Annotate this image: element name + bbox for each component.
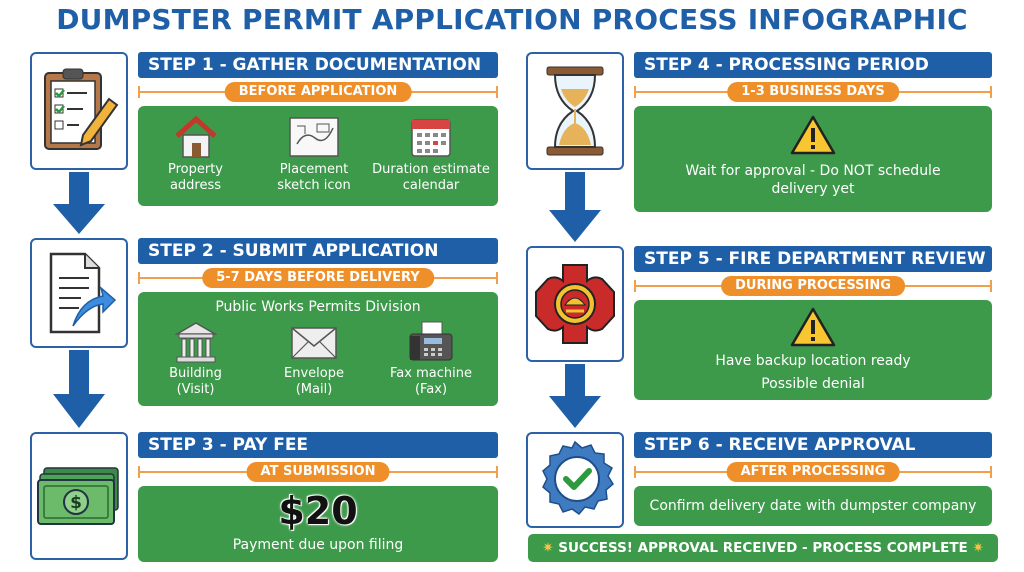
- step5-timing: DURING PROCESSING: [634, 276, 992, 296]
- step2-item-fax: Fax machine (Fax): [364, 320, 498, 398]
- step4-title: STEP 4 - PROCESSING PERIOD: [644, 55, 929, 75]
- step6-timing-label: AFTER PROCESSING: [726, 462, 900, 482]
- step2-timing-label: 5-7 DAYS BEFORE DELIVERY: [202, 268, 434, 288]
- approval-seal-icon: [542, 440, 614, 516]
- item-label: Building: [169, 366, 222, 381]
- item-label: Duration estimate: [372, 162, 490, 177]
- hourglass-icon: [546, 66, 604, 156]
- step2-icon-box: [30, 238, 128, 348]
- step1-title: STEP 1 - GATHER DOCUMENTATION: [148, 55, 482, 75]
- step3-title: STEP 3 - PAY FEE: [148, 435, 309, 455]
- step3-title-bar: STEP 3 - PAY FEE: [138, 432, 498, 458]
- sketch-icon: [289, 117, 339, 157]
- step5-timing-label: DURING PROCESSING: [721, 276, 905, 296]
- step5-title: STEP 5 - FIRE DEPARTMENT REVIEW: [644, 249, 986, 269]
- fee-note: Payment due upon filing: [232, 537, 404, 553]
- step2-panel: Public Works Permits Division Building (…: [138, 292, 498, 406]
- item-label: Fax machine: [390, 366, 472, 381]
- step5-title-bar: STEP 5 - FIRE DEPARTMENT REVIEW: [634, 246, 992, 272]
- down-arrow-icon: [549, 364, 601, 428]
- item-label: (Visit): [176, 382, 215, 397]
- item-label: Property: [167, 162, 223, 177]
- item-label: sketch icon: [277, 178, 351, 193]
- page-title: DUMPSTER PERMIT APPLICATION PROCESS INFO…: [56, 3, 968, 36]
- step5-icon-box: [526, 246, 624, 362]
- success-text: SUCCESS! APPROVAL RECEIVED - PROCESS COM…: [558, 540, 968, 556]
- envelope-icon: [291, 327, 337, 359]
- warning-icon: [790, 115, 836, 155]
- step5-line1: Have backup location ready: [715, 353, 911, 369]
- item-label: Envelope: [284, 366, 344, 381]
- step4-line2: delivery yet: [771, 181, 855, 197]
- step6-panel: Confirm delivery date with dumpster comp…: [634, 486, 992, 526]
- down-arrow-icon: [53, 350, 105, 428]
- step6-line1: Confirm delivery date with dumpster comp…: [649, 498, 977, 514]
- calendar-icon: [411, 119, 451, 157]
- step2-item-building: Building (Visit): [138, 320, 253, 398]
- down-arrow-icon: [549, 172, 601, 242]
- step1-item-sketch: Placement sketch icon: [258, 114, 370, 194]
- fire-department-badge-icon: [535, 264, 615, 344]
- step4-panel: Wait for approval - Do NOT schedule deli…: [634, 106, 992, 212]
- step3-timing: AT SUBMISSION: [138, 462, 498, 482]
- party-popper-icon: ✷: [972, 540, 984, 556]
- step4-icon-box: [526, 52, 624, 170]
- step1-title-bar: STEP 1 - GATHER DOCUMENTATION: [138, 52, 498, 78]
- down-arrow-icon: [53, 172, 105, 234]
- step6-timing: AFTER PROCESSING: [634, 462, 992, 482]
- step6-icon-box: [526, 432, 624, 528]
- item-label: address: [169, 178, 222, 193]
- step1-icon-box: [30, 52, 128, 170]
- money-icon: $: [37, 467, 119, 525]
- step6-title-bar: STEP 6 - RECEIVE APPROVAL: [634, 432, 992, 458]
- step3-timing-label: AT SUBMISSION: [246, 462, 390, 482]
- item-label: calendar: [402, 178, 460, 193]
- item-label: Placement: [279, 162, 349, 177]
- step4-timing-label: 1-3 BUSINESS DAYS: [727, 82, 899, 102]
- step6-title: STEP 6 - RECEIVE APPROVAL: [644, 435, 916, 455]
- step2-title: STEP 2 - SUBMIT APPLICATION: [148, 241, 439, 261]
- step1-timing-label: BEFORE APPLICATION: [224, 82, 412, 102]
- step1-item-calendar: Duration estimate calendar: [364, 114, 498, 194]
- party-popper-icon: ✷: [542, 540, 554, 556]
- step4-line1: Wait for approval - Do NOT schedule: [685, 163, 941, 179]
- step5-panel: Have backup location ready Possible deni…: [634, 300, 992, 400]
- clipboard-checklist-icon: [44, 68, 119, 150]
- step5-line2: Possible denial: [761, 376, 865, 392]
- fee-amount: $20: [278, 489, 358, 533]
- fax-machine-icon: [409, 321, 453, 361]
- step4-title-bar: STEP 4 - PROCESSING PERIOD: [634, 52, 992, 78]
- step1-panel: Property address Placement sketch icon D…: [138, 106, 498, 206]
- step2-timing: 5-7 DAYS BEFORE DELIVERY: [138, 268, 498, 288]
- step2-heading: Public Works Permits Division: [215, 299, 421, 315]
- item-label: (Fax): [414, 382, 448, 397]
- step1-timing: BEFORE APPLICATION: [138, 82, 498, 102]
- step2-title-bar: STEP 2 - SUBMIT APPLICATION: [138, 238, 498, 264]
- document-send-icon: [49, 252, 117, 334]
- step3-panel: $20 Payment due upon filing: [138, 486, 498, 562]
- house-icon: [174, 115, 217, 158]
- step3-icon-box: $: [30, 432, 128, 560]
- warning-icon: [790, 307, 836, 347]
- step4-timing: 1-3 BUSINESS DAYS: [634, 82, 992, 102]
- building-icon: [173, 322, 218, 363]
- svg-text:$: $: [70, 493, 82, 513]
- success-banner: ✷ SUCCESS! APPROVAL RECEIVED - PROCESS C…: [528, 534, 998, 562]
- step2-item-envelope: Envelope (Mail): [258, 320, 370, 398]
- item-label: (Mail): [295, 382, 333, 397]
- step1-item-property: Property address: [138, 114, 253, 194]
